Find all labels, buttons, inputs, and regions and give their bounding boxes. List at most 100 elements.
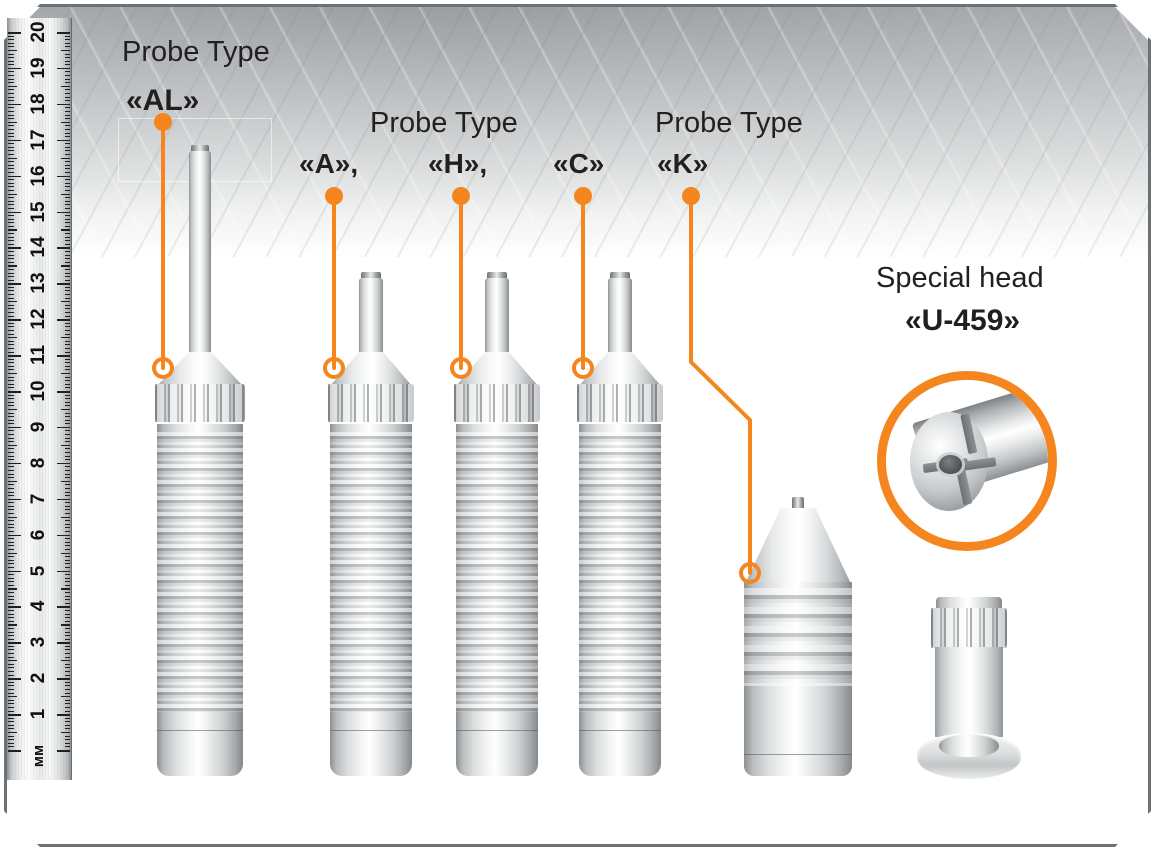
- callout-title-u459: Special head: [876, 262, 1044, 294]
- ruler-tick: [8, 283, 21, 285]
- ruler-tick: [61, 49, 70, 52]
- ruler-tick: [8, 574, 14, 576]
- callout-code-al: «AL»: [126, 84, 200, 117]
- ruler-tick: [8, 426, 21, 429]
- ruler-tick: [64, 369, 70, 371]
- ruler-tick: [8, 613, 14, 615]
- ruler-tick: [8, 139, 21, 142]
- ruler-tick: [64, 200, 70, 202]
- ruler-tick: [64, 541, 70, 543]
- ruler-tick: [64, 107, 70, 109]
- ruler-tick: [57, 391, 70, 393]
- ruler-tick: [8, 452, 14, 454]
- ruler-tick: [8, 42, 14, 44]
- ruler-tick: [8, 46, 14, 48]
- ruler-tick: [57, 498, 70, 501]
- ruler-tick: [8, 344, 14, 346]
- ruler-tick: [64, 340, 70, 342]
- ruler-tick: [8, 523, 14, 525]
- ruler-tick: [64, 473, 70, 475]
- ruler-tick: [57, 32, 70, 34]
- ruler-tick: [8, 710, 14, 712]
- ruler-tick: [8, 688, 14, 690]
- ruler-tick: [8, 509, 14, 511]
- ruler-tick: [8, 624, 17, 626]
- ruler-tick: [8, 735, 14, 737]
- ruler-tick: [8, 49, 17, 52]
- ruler-tick: [57, 355, 70, 357]
- ruler-tick: [57, 247, 70, 249]
- ruler-tick: [61, 265, 70, 267]
- ruler-tick: [64, 179, 70, 181]
- ruler-tick: [8, 362, 14, 364]
- ruler-tick: [8, 412, 14, 414]
- ruler-tick: [64, 218, 70, 220]
- ruler-tick: [64, 233, 70, 235]
- ruler-tick: [8, 398, 14, 400]
- ruler-tick: [8, 326, 14, 328]
- ruler-tick: [8, 121, 17, 123]
- ruler-tick: [8, 39, 14, 41]
- ruler-tick: [8, 376, 14, 378]
- ruler-tick: [8, 96, 14, 98]
- ruler-tick: [64, 609, 70, 611]
- ruler-tick: [64, 250, 70, 252]
- ruler-tick: [8, 750, 21, 752]
- ruler-tick: [8, 118, 14, 120]
- ruler-tick: [8, 179, 14, 181]
- ruler-tick: [64, 513, 70, 515]
- ruler-tick: [64, 222, 70, 224]
- probe-lower-body: [744, 694, 852, 776]
- ruler-tick: [64, 254, 70, 256]
- ruler-tick: [64, 258, 70, 260]
- ruler-tick: [8, 157, 17, 159]
- ruler-tick: [64, 64, 70, 66]
- ruler-tick: [8, 513, 14, 515]
- ruler-tick: [64, 681, 70, 683]
- ruler-tick: [64, 276, 70, 278]
- probe-collar: [155, 384, 245, 422]
- ruler-tick: [8, 301, 17, 303]
- ruler-tick: [64, 376, 70, 378]
- ruler-tick: [8, 548, 14, 550]
- ruler-tick: [8, 401, 14, 403]
- ruler-tick: [8, 250, 14, 252]
- ruler-tick: [64, 347, 70, 349]
- probe-tip-shaft: [189, 151, 211, 358]
- probe-tip: [792, 497, 804, 511]
- ruler-tick: [8, 563, 14, 565]
- ruler-tick: [8, 584, 14, 586]
- ruler-tick: [64, 215, 70, 217]
- ruler-tick: [8, 534, 21, 537]
- ruler-tick: [64, 75, 70, 77]
- ruler-tick: [8, 268, 14, 270]
- ruler-tick: [61, 480, 70, 482]
- ruler-tick: [8, 373, 17, 375]
- ruler-tick: [64, 635, 70, 637]
- ruler-tick: [64, 326, 70, 328]
- ruler-tick: [64, 577, 70, 579]
- ruler-tick: [8, 236, 14, 238]
- accessory-top-rim: [936, 597, 1002, 611]
- ruler-tick: [8, 265, 17, 267]
- ruler-tick: [8, 272, 14, 274]
- ruler-tick: [8, 671, 14, 673]
- ruler-tick: [64, 312, 70, 314]
- ruler-tick: [8, 742, 14, 744]
- ruler-tick: [8, 35, 14, 37]
- ruler-tick: [8, 358, 14, 360]
- ruler-tick: [64, 484, 70, 486]
- ruler-tick: [8, 218, 14, 220]
- ruler-tick: [64, 128, 70, 130]
- ruler-tick: [8, 333, 14, 335]
- ruler-tick: [64, 663, 70, 665]
- ruler-tick: [8, 247, 21, 249]
- ruler-tick: [8, 732, 17, 734]
- callout-title-k: Probe Type: [655, 107, 803, 139]
- ruler-tick: [8, 258, 14, 260]
- ruler-tick: [61, 193, 70, 195]
- probe-collar: [454, 384, 540, 422]
